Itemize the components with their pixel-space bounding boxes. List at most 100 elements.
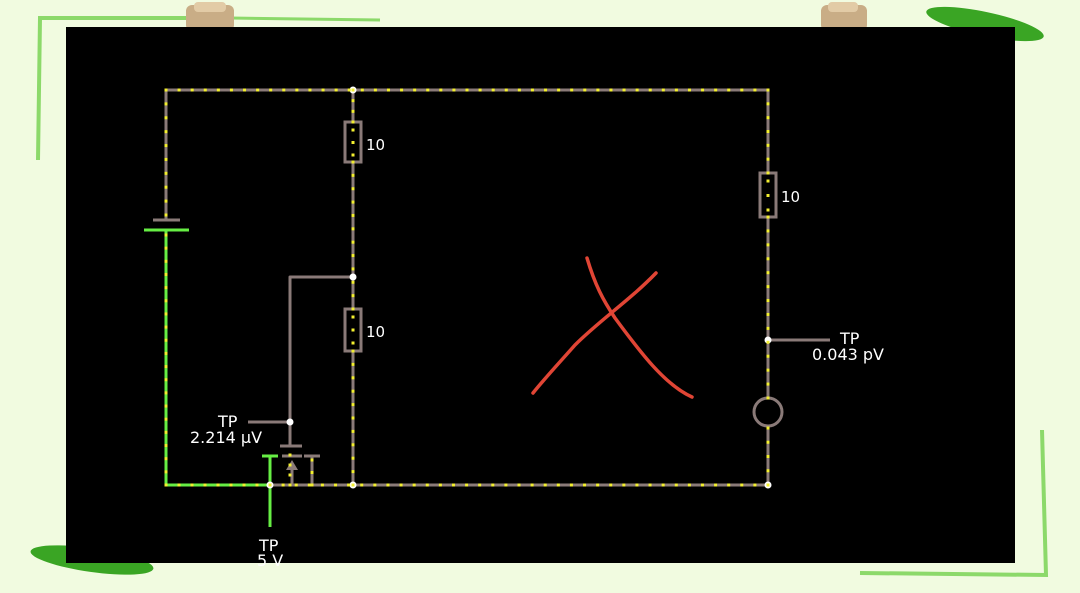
dot-res-top-1 bbox=[351, 141, 355, 144]
dot-top-37 bbox=[648, 88, 652, 92]
dot-bottom-35 bbox=[727, 483, 731, 487]
dot-fet-3 bbox=[288, 483, 292, 487]
dot-bottom-20 bbox=[530, 483, 534, 487]
dot-bottom-4 bbox=[320, 483, 324, 487]
dot-res-top-2 bbox=[351, 153, 355, 157]
dot-right-bottom-3 bbox=[766, 469, 770, 473]
dot-bottom-left-6 bbox=[242, 483, 246, 487]
dot-bottom-16 bbox=[478, 483, 482, 487]
dot-bottom-2 bbox=[294, 483, 298, 487]
dot-bottom-23 bbox=[569, 483, 573, 487]
dot-bottom-21 bbox=[543, 483, 547, 487]
dot-top-17 bbox=[386, 88, 390, 92]
fet-arrow-icon bbox=[286, 460, 298, 470]
cross-mark-stroke-2 bbox=[531, 271, 658, 395]
dot-bottom-6 bbox=[347, 483, 351, 487]
dot-right-mid-8 bbox=[766, 326, 770, 330]
dot-mid-bottom-6 bbox=[351, 429, 355, 433]
dot-right-mid-9 bbox=[766, 340, 770, 344]
cross-mark-stroke-1 bbox=[585, 256, 694, 399]
dot-right-mid-2 bbox=[766, 243, 770, 247]
dot-right-mid-3 bbox=[766, 257, 770, 261]
dot-left-upper-0 bbox=[164, 88, 168, 92]
dot-top-5 bbox=[229, 88, 233, 92]
dot-top-16 bbox=[373, 88, 377, 92]
dot-right-mid-5 bbox=[766, 285, 770, 289]
dot-top-12 bbox=[321, 88, 325, 92]
dot-left-lower-14 bbox=[164, 417, 168, 421]
dot-left-lower-3 bbox=[164, 272, 168, 276]
dot-bottom-34 bbox=[714, 483, 718, 487]
dot-bottom-13 bbox=[438, 483, 442, 487]
dot-bottom-left-2 bbox=[190, 483, 194, 487]
dot-right-bottom-2 bbox=[766, 455, 770, 458]
dot-left-lower-6 bbox=[164, 312, 168, 316]
dot-right-mid-1 bbox=[766, 229, 770, 233]
dot-res-mid-2 bbox=[351, 341, 355, 345]
dot-bottom-12 bbox=[425, 483, 429, 487]
dot-fet-0 bbox=[288, 453, 292, 457]
dot-bottom-left-7 bbox=[255, 483, 259, 487]
dot-top-29 bbox=[544, 88, 548, 92]
wire-gate-feed bbox=[248, 275, 353, 424]
dot-fet-1 bbox=[288, 463, 292, 467]
vine-top bbox=[229, 16, 381, 22]
dot-right-top-5 bbox=[766, 157, 770, 161]
dot-top-28 bbox=[530, 88, 534, 92]
dot-left-lower-17 bbox=[164, 457, 168, 461]
dot-mid-center-4 bbox=[351, 213, 355, 217]
dot-top-40 bbox=[687, 88, 691, 92]
dot-mid-center-3 bbox=[351, 200, 355, 204]
dot-right-bottom-1 bbox=[766, 440, 770, 444]
resistor-top-left-label: 10 bbox=[366, 136, 385, 154]
dot-top-36 bbox=[635, 88, 639, 92]
dot-mid-center-2 bbox=[351, 187, 355, 191]
junction-dot-1 bbox=[349, 273, 357, 281]
dot-bottom-1 bbox=[281, 483, 285, 487]
dot-bottom-26 bbox=[609, 483, 613, 487]
dot-mid-top-0 bbox=[351, 88, 355, 92]
dot-mid-center-7 bbox=[351, 254, 355, 258]
dot-top-3 bbox=[203, 88, 207, 92]
dot-right-top-6 bbox=[766, 171, 770, 175]
dot-mid-center-0 bbox=[351, 160, 355, 164]
clip-left-icon bbox=[186, 2, 234, 31]
dot-top-39 bbox=[674, 88, 678, 92]
vine-right bbox=[859, 429, 1049, 578]
dot-left-lower-9 bbox=[164, 351, 168, 355]
dot-left-lower-11 bbox=[164, 378, 168, 382]
wires bbox=[164, 88, 830, 527]
dot-left-lower-8 bbox=[164, 338, 168, 342]
dot-bottom-0 bbox=[268, 483, 272, 487]
dot-bottom-25 bbox=[596, 483, 600, 487]
dot-mid-center-9 bbox=[351, 280, 355, 284]
dot-top-44 bbox=[740, 88, 744, 92]
dot-mid-center-1 bbox=[351, 173, 355, 177]
dot-bottom-22 bbox=[556, 483, 560, 487]
dot-bottom-24 bbox=[583, 483, 587, 487]
dot-right-top-4 bbox=[766, 143, 770, 147]
dot-left-lower-5 bbox=[164, 299, 168, 303]
dot-top-19 bbox=[413, 88, 417, 92]
dot-right-mid-7 bbox=[766, 312, 770, 316]
tp-source-reading: 5 V bbox=[257, 551, 283, 570]
dot-top-32 bbox=[583, 88, 587, 92]
dot-bottom-36 bbox=[740, 483, 744, 487]
dot-mid-bottom-4 bbox=[351, 403, 355, 407]
dot-bottom-10 bbox=[399, 483, 403, 487]
dot-right-mid-11 bbox=[766, 368, 770, 372]
dot-top-30 bbox=[557, 88, 561, 92]
dot-mid-bottom-5 bbox=[351, 416, 355, 420]
vine-left bbox=[36, 16, 200, 161]
dot-bottom-14 bbox=[451, 483, 455, 487]
dot-fet-drain-1 bbox=[310, 471, 314, 474]
dot-top-1 bbox=[177, 88, 181, 92]
dot-mid-center-6 bbox=[351, 240, 355, 244]
dot-left-lower-2 bbox=[164, 259, 168, 263]
dot-top-22 bbox=[452, 88, 456, 92]
dot-left-lower-4 bbox=[164, 286, 168, 290]
dot-mid-bottom-3 bbox=[351, 389, 355, 393]
dot-bottom-27 bbox=[622, 483, 626, 487]
dot-mid-center-10 bbox=[351, 294, 355, 298]
dot-left-upper-1 bbox=[164, 102, 168, 106]
